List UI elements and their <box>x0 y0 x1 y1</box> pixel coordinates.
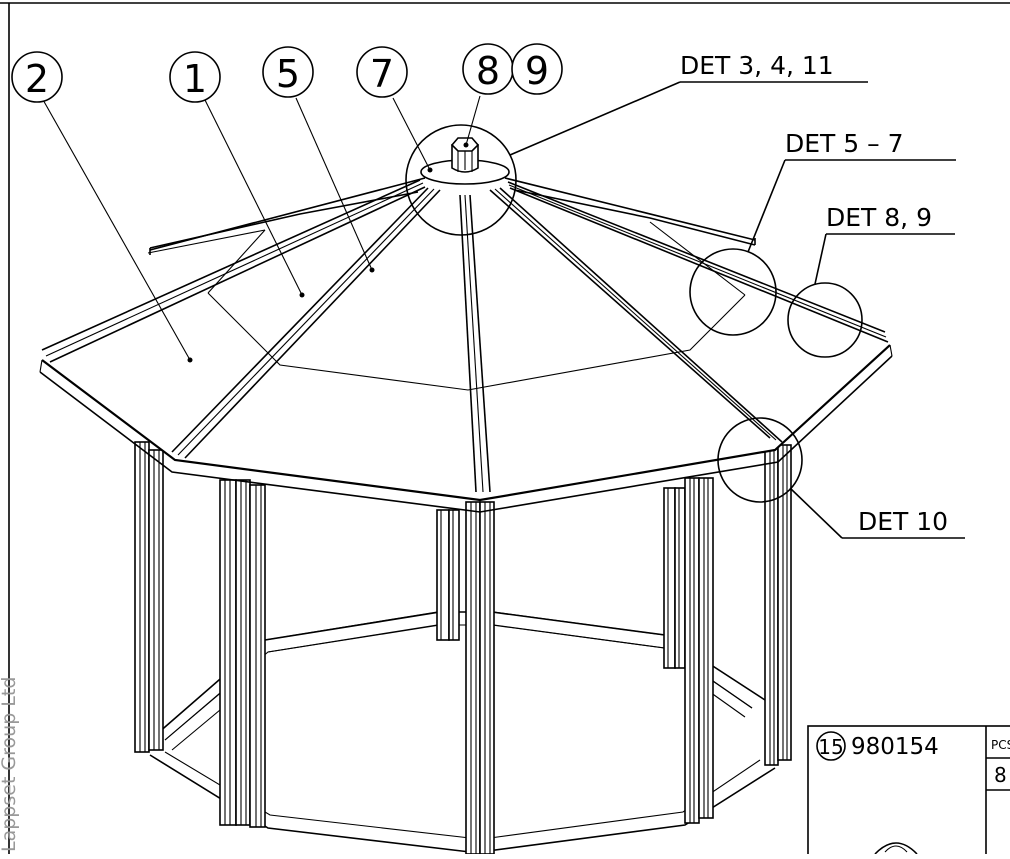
balloon-label-1: 1 <box>183 57 207 101</box>
gazebo-roof <box>39 137 893 513</box>
balloon-label-8: 8 <box>476 49 500 93</box>
detail-callout-5-7: DET 5 – 7 <box>689 129 956 336</box>
detail-callout-10: DET 10 <box>717 417 965 539</box>
roof-rafters <box>41 177 889 493</box>
parts-table-part-code: 980154 <box>851 734 939 760</box>
detail-label-8-9: DET 8, 9 <box>826 203 932 232</box>
parts-table-item-number: 15 <box>818 735 843 759</box>
balloon-2: 2 <box>11 51 63 103</box>
post-right-middle <box>684 477 714 824</box>
post-center-front <box>465 501 495 855</box>
gazebo-posts <box>134 441 792 855</box>
balloon-label-2: 2 <box>25 57 49 101</box>
part-balloons: 2 1 5 7 8 9 <box>11 43 563 103</box>
part-sketch-washer <box>874 842 918 855</box>
balloon-1: 1 <box>169 51 221 103</box>
post-left-middle <box>219 479 266 828</box>
detail-callout-3-4-11: DET 3, 4, 11 <box>405 51 868 236</box>
detail-callouts: DET 3, 4, 11 DET 5 – 7 DET 8, 9 DET 10 <box>405 51 965 539</box>
post-back-right <box>663 487 686 669</box>
parts-table-pcs-header: PCS <box>991 738 1010 752</box>
balloon-7: 7 <box>356 46 408 98</box>
balloon-9: 9 <box>511 43 563 95</box>
roof-hub <box>420 137 510 185</box>
detail-label-10: DET 10 <box>858 507 948 536</box>
leader-lines <box>41 95 481 363</box>
balloon-label-9: 9 <box>525 49 549 93</box>
balloon-5: 5 <box>262 46 314 98</box>
watermark-text: Lappset Group Ltd <box>0 677 20 852</box>
detail-callout-8-9: DET 8, 9 <box>787 203 955 358</box>
parts-table: 15 980154 PCS 8 <box>807 725 1010 859</box>
parts-table-item-balloon: 15 <box>816 731 846 761</box>
parts-table-pcs-value: 8 <box>994 763 1007 787</box>
detail-label-3-4-11: DET 3, 4, 11 <box>680 51 834 80</box>
post-back-left <box>436 509 460 641</box>
balloon-8: 8 <box>462 43 514 95</box>
detail-label-5-7: DET 5 – 7 <box>785 129 903 158</box>
balloon-label-7: 7 <box>370 52 394 96</box>
post-left-front <box>134 441 164 753</box>
post-right-front <box>764 444 792 766</box>
balloon-label-5: 5 <box>276 52 300 96</box>
